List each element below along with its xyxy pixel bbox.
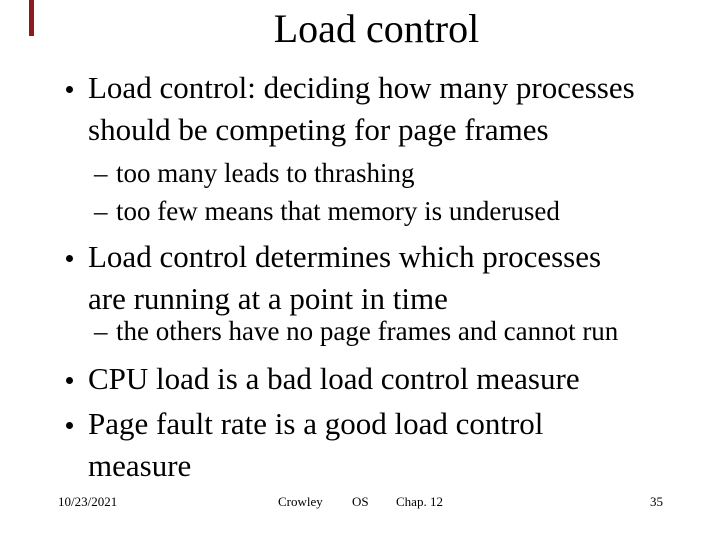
bullet-item: Load control determines which processes … bbox=[60, 236, 720, 320]
dash-icon: – bbox=[94, 316, 108, 346]
dash-icon: – bbox=[94, 196, 108, 226]
bullet-text: are running at a point in time bbox=[88, 281, 448, 316]
bullet-item: CPU load is a bad load control measure bbox=[60, 358, 720, 400]
footer-author: Crowley bbox=[278, 494, 323, 509]
sub-bullet-item: – too many leads to thrashing bbox=[94, 154, 720, 192]
sub-bullet-text: the others have no page frames and canno… bbox=[116, 316, 619, 346]
dash-icon: – bbox=[94, 158, 108, 188]
bullet-text: measure bbox=[88, 448, 192, 483]
accent-bar bbox=[29, 0, 34, 36]
bullet-text: Load control: deciding how many processe… bbox=[88, 70, 635, 105]
footer-chapter: Chap. 12 bbox=[396, 494, 443, 509]
bullet-dot-icon bbox=[60, 236, 88, 320]
footer-page-number: 35 bbox=[650, 494, 663, 509]
sub-bullet-text: too many leads to thrashing bbox=[116, 158, 415, 188]
bullet-item: Load control: deciding how many processe… bbox=[60, 67, 720, 151]
sub-bullet-item: – the others have no page frames and can… bbox=[94, 312, 720, 350]
bullet-text: Load control determines which processes bbox=[88, 239, 602, 274]
bullet-text: CPU load is a bad load control measure bbox=[88, 361, 580, 396]
bullet-item: Page fault rate is a good load control m… bbox=[60, 403, 720, 487]
bullet-dot-icon bbox=[60, 358, 88, 400]
sub-bullet-item: – too few means that memory is underused bbox=[94, 192, 720, 230]
slide-title: Load control bbox=[273, 6, 480, 51]
bullet-dot-icon bbox=[60, 67, 88, 151]
footer-course: OS bbox=[352, 494, 369, 509]
bullet-dot-icon bbox=[60, 403, 88, 487]
footer-date: 10/23/2021 bbox=[58, 494, 118, 509]
slide-body: Load control: deciding how many processe… bbox=[0, 67, 720, 487]
slide-footer: 10/23/2021 Crowley OS Chap. 12 35 bbox=[0, 494, 720, 514]
bullet-text: should be competing for page frames bbox=[88, 112, 549, 147]
bullet-text: Page fault rate is a good load control bbox=[88, 406, 544, 441]
sub-bullet-text: too few means that memory is underused bbox=[116, 196, 560, 226]
